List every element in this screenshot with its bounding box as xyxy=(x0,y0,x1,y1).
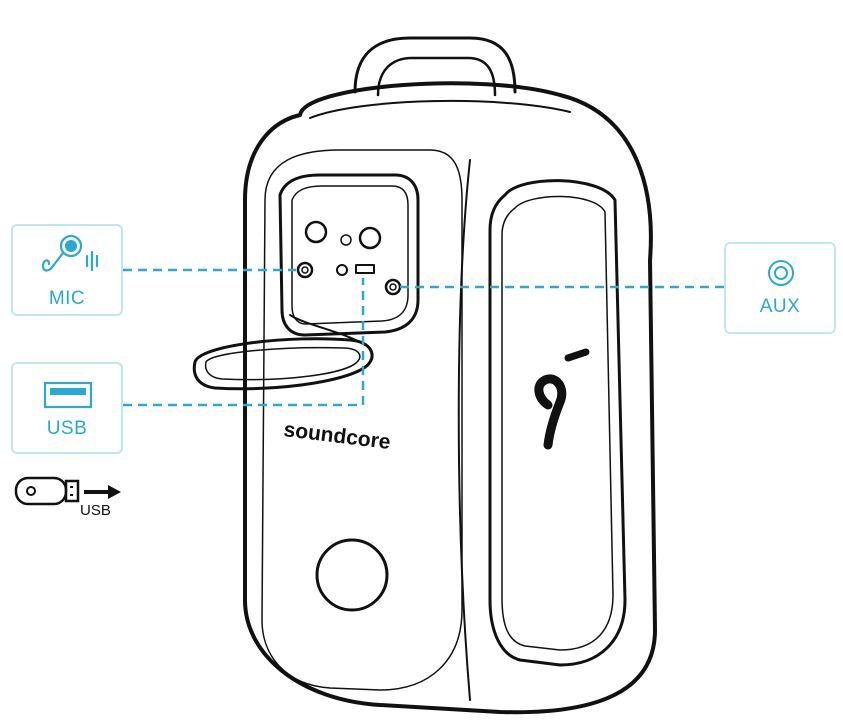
usb-flash-drive-icon xyxy=(14,476,80,506)
usb-label: USB xyxy=(46,418,88,439)
arrow-right-icon xyxy=(84,485,121,499)
aux-label: AUX xyxy=(759,296,801,317)
usb-label-box: USB xyxy=(11,362,123,454)
usb-connector xyxy=(123,278,365,407)
microphone-icon xyxy=(41,234,99,272)
mic-label: MIC xyxy=(48,288,86,309)
aux-label-box: AUX xyxy=(724,242,836,334)
mic-label-box: MIC xyxy=(11,224,123,316)
speaker-illustration xyxy=(192,36,657,715)
aux-jack-icon xyxy=(768,260,794,286)
usb-port-icon xyxy=(43,381,93,409)
usb-drive-caption: USB xyxy=(80,502,111,519)
brand-wordmark: soundcore xyxy=(282,418,391,454)
connector-lines xyxy=(123,268,724,407)
